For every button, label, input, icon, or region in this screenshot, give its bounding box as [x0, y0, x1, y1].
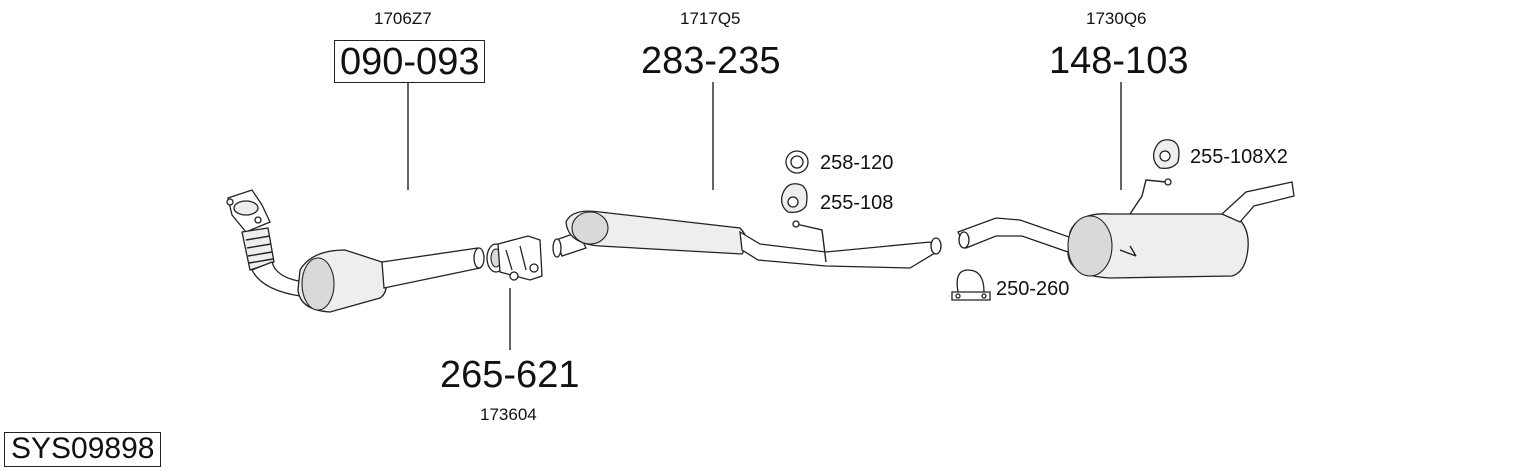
ring-part-number[interactable]: 258-120: [820, 152, 894, 174]
sealing-ring-icon: [785, 150, 809, 174]
middle-ref-label: 1717Q5: [680, 9, 741, 28]
middle-silencer: [552, 210, 942, 269]
middle-part-number[interactable]: 283-235: [641, 40, 781, 82]
rear-ref-label: 1730Q6: [1086, 9, 1147, 28]
front-ref-label: 1706Z7: [374, 9, 432, 28]
mount-mid-part-number[interactable]: 255-108: [820, 192, 894, 214]
clamp-ref-label: 173604: [480, 405, 537, 424]
mount-rear-part-number[interactable]: 255-108X2: [1190, 146, 1288, 168]
pipe-clamp: [486, 235, 543, 281]
front-pipe-catalyst: [226, 189, 485, 313]
rubber-mount-icon: [780, 183, 808, 214]
system-code: SYS09898: [4, 432, 162, 467]
rubber-mount-icon-rear: [1152, 139, 1180, 170]
clamp-part-number[interactable]: 265-621: [440, 354, 580, 396]
u-clamp-icon: [951, 269, 991, 301]
rear-part-number[interactable]: 148-103: [1049, 40, 1189, 82]
clamp-rear-part-number[interactable]: 250-260: [996, 278, 1070, 300]
rear-silencer: [957, 178, 1295, 279]
front-part-number[interactable]: 090-093: [334, 40, 486, 83]
